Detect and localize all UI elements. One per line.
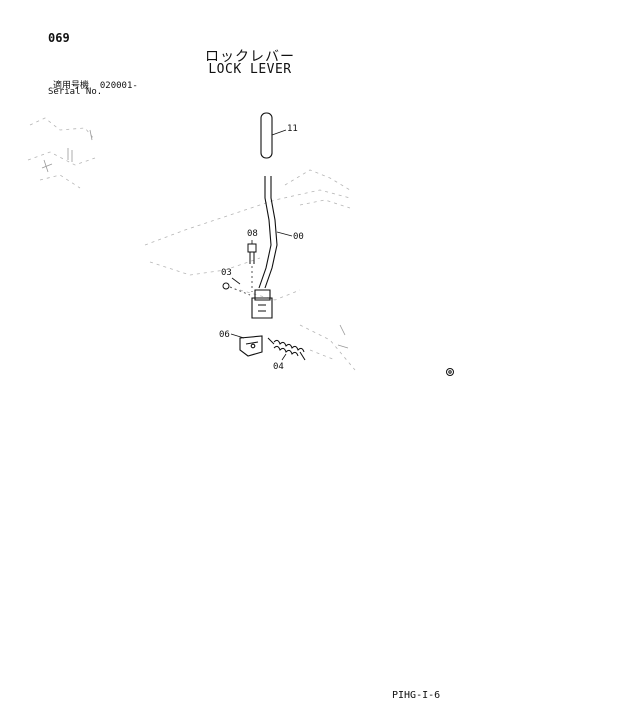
callout-bracket: 06 bbox=[219, 330, 230, 340]
callout-spring: 04 bbox=[273, 362, 284, 372]
serial-label-jp: 適用号機 bbox=[53, 81, 90, 91]
lever-grip bbox=[260, 112, 273, 159]
bracket bbox=[239, 335, 263, 357]
serial-value: 020001- bbox=[99, 81, 138, 91]
footer-page-code: PIHG-I-6 bbox=[392, 690, 441, 701]
callout-bolt: 08 bbox=[247, 229, 258, 239]
serial-applicability: 適用号機 020001- bbox=[53, 78, 138, 91]
callout-lever: 00 bbox=[293, 232, 304, 242]
leader-lines bbox=[230, 129, 293, 361]
title-english: LOCK LEVER bbox=[208, 62, 292, 77]
background-frame-outline bbox=[27, 117, 356, 371]
lock-lever-rod bbox=[251, 176, 278, 319]
nut bbox=[222, 282, 251, 296]
serial-label-en: Serial No. bbox=[48, 87, 103, 97]
page-number: 069 bbox=[48, 31, 70, 45]
background-marks bbox=[41, 129, 349, 349]
title-japanese: ロックレバー bbox=[205, 49, 295, 65]
spring bbox=[267, 337, 306, 361]
callout-nut: 03 bbox=[221, 268, 232, 278]
registration-mark-icon bbox=[446, 368, 454, 376]
bolt bbox=[247, 243, 257, 292]
callout-grip: 11 bbox=[287, 124, 298, 134]
